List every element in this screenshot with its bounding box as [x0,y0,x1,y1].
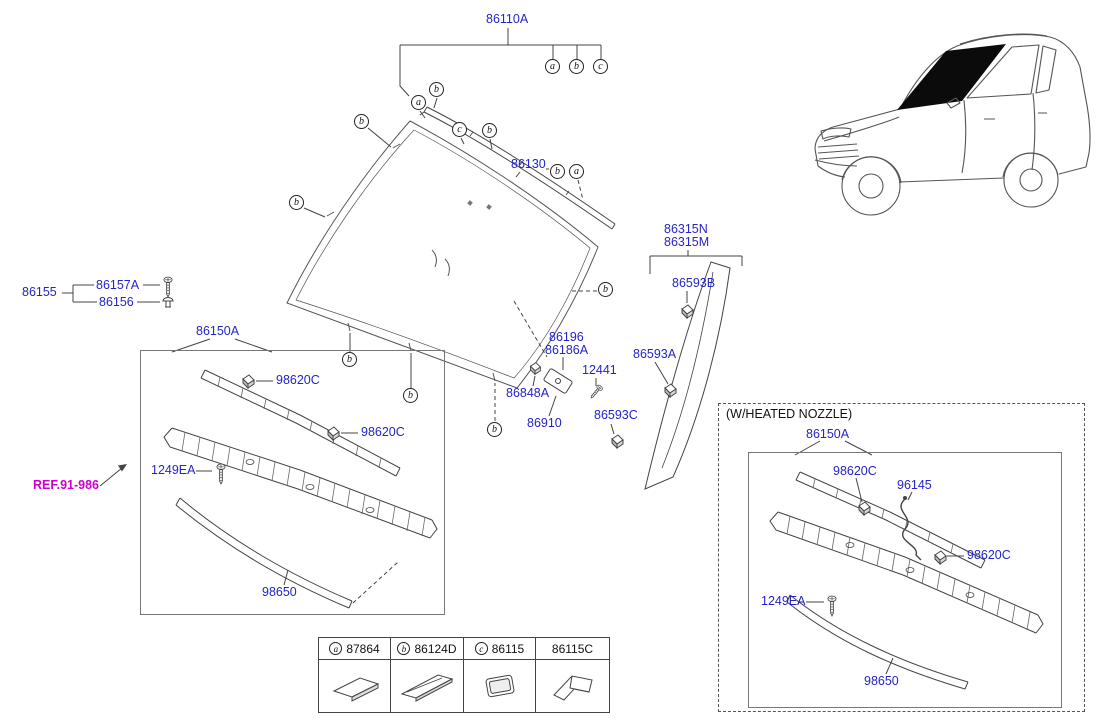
legend-table: a 87864 b 86124D c 86115 86115C [318,637,610,713]
label-garnish-clip-a: 86593A [633,347,677,361]
legend-header-c: c 86115 [464,638,536,660]
legend-callout-b: b [397,642,411,655]
label-mirror-cover-clip: 86848A [506,386,550,400]
legend-part-c: 86115 [491,641,525,656]
legend-icon-cell-b [391,660,464,712]
label-heated-weatherstrip: 98650 [864,674,899,688]
label-weatherstrip: 98650 [262,585,297,599]
label-clip-group: 86155 [22,285,57,299]
label-windshield-assy: 86110A [486,12,529,26]
callout-a: a [569,164,584,179]
corner-bracket-icon [552,675,593,701]
pad-strip-icon [332,677,379,702]
callout-a: a [545,59,560,74]
ref-link-91-986[interactable]: REF.91-986 [33,478,100,492]
label-grommet-86156: 86156 [99,295,134,309]
legend-callout-c: c [474,642,488,655]
callout-leader-lines [303,97,597,421]
molding-strip-icon [400,674,454,702]
heated-cowl-box [748,452,1062,708]
windshield-glass-drawing [286,120,599,389]
legend-callout-a: a [329,642,343,655]
heated-nozzle-dashed-box [718,403,1085,712]
label-heated-clip-upper: 98620C [833,464,877,478]
label-mirror-bracket: 86186A [545,343,589,357]
fastener-icons-86155 [62,276,174,308]
legend-part-b: 86124D [414,641,457,656]
callout-b: b [403,388,418,403]
callout-b: b [289,195,304,210]
label-mirror-assembly: 86910 [527,416,562,430]
callout-b: b [482,123,497,138]
callout-c: c [452,122,467,137]
label-cowl-clip-upper: 98620C [276,373,320,387]
spacer-pad-icon [485,674,514,698]
callout-b: b [342,352,357,367]
callout-b: b [487,422,502,437]
cowl-panel-drawing [99,338,438,609]
label-garnish-n: 86315N [664,222,708,236]
label-heated-clip-lower: 98620C [967,548,1011,562]
mirror-mount-drawing [530,357,604,417]
legend-header-b: b 86124D [391,638,464,660]
label-cowl-screw: 1249EA [151,463,196,477]
legend-icon-cell-c [464,660,536,712]
label-cowl-clip-lower: 98620C [361,425,405,439]
heated-cowl-drawing [769,440,1044,690]
label-heated-screw: 1249EA [761,594,806,608]
label-heated-hose: 96145 [897,478,932,492]
callout-b: b [429,82,444,97]
label-mirror-pad: 86196 [549,330,584,344]
heated-nozzle-title: (W/HEATED NOZZLE) [726,407,853,421]
callout-a: a [411,95,426,110]
legend-icon-cell-d [536,660,609,712]
legend-header-d: 86115C [536,638,609,660]
molding-drawing [419,106,616,230]
callout-b: b [550,164,565,179]
cowl-section-box [140,350,445,615]
label-screw-86157A: 86157A [96,278,140,292]
top-callout-bracket [399,28,602,97]
label-cowl-panel: 86150A [196,324,240,338]
legend-header-a: a 87864 [319,638,391,660]
legend-part-a: 87864 [346,641,380,656]
label-garnish-clip-b: 86593B [672,276,716,290]
callout-b: b [354,114,369,129]
pillar-garnish-drawing [610,250,743,490]
label-garnish-clip-c: 86593C [594,408,638,422]
label-garnish-m: 86315M [664,235,710,249]
callout-b: b [569,59,584,74]
legend-part-d: 86115C [551,641,594,656]
legend-icon-cell-a [319,660,391,712]
car-illustration [814,33,1091,216]
callout-c: c [593,59,608,74]
label-mirror-bolt: 12441 [582,363,617,377]
label-molding: 86130 [511,157,546,171]
callout-b: b [598,282,613,297]
label-heated-panel: 86150A [806,427,850,441]
